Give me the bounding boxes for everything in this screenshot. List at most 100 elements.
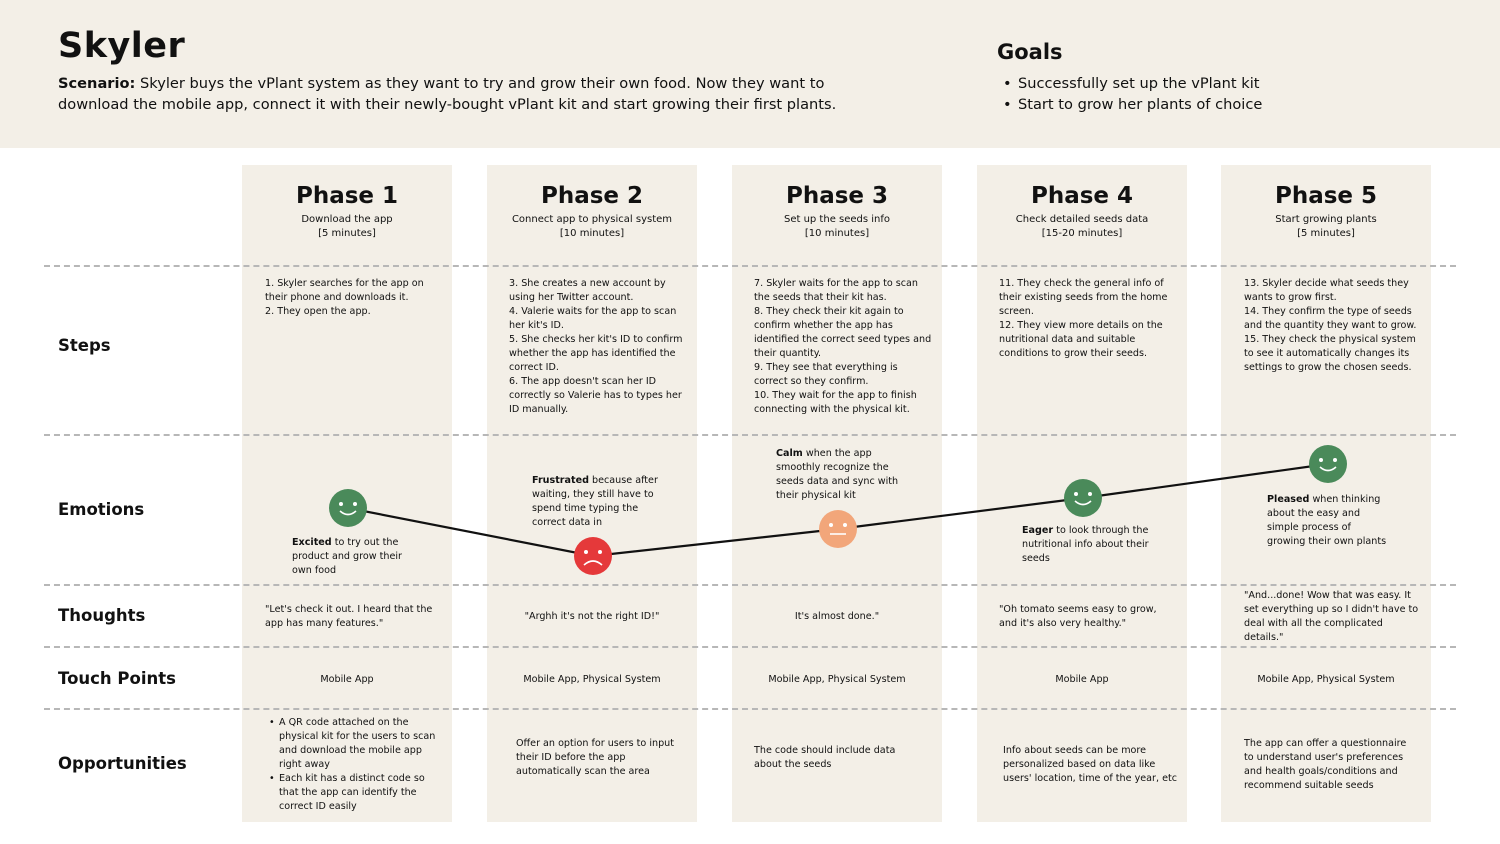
step-item: 2. They open the app. [265, 306, 371, 317]
scenario-description: Scenario: Skyler buys the vPlant system … [58, 73, 858, 115]
thought-cell: "Let's check it out. I heard that the ap… [265, 604, 433, 629]
opportunity-cell: The code should include data about the s… [754, 744, 904, 772]
phase-duration: [5 minutes] [318, 228, 376, 239]
emotion-note: Calm when the app smoothly recognize the… [776, 447, 906, 503]
touchpoint-cell: Mobile App [320, 674, 374, 685]
phase-description: Connect app to physical system [511, 214, 673, 225]
phase-subtitle: Check detailed seeds data [15-20 minutes] [977, 213, 1187, 241]
row-label-steps: Steps [58, 336, 111, 355]
touchpoint-cell: Mobile App, Physical System [1257, 674, 1395, 685]
step-item: 10. They wait for the app to finish conn… [754, 390, 917, 415]
opportunity-cell: Offer an option for users to input their… [516, 737, 681, 779]
opportunity-item: The app can offer a questionnaire to und… [1244, 738, 1407, 791]
neutral-face-icon [819, 510, 857, 548]
touchpoint-cell: Mobile App, Physical System [523, 674, 661, 685]
happy-face-icon [1064, 479, 1102, 517]
step-item: 14. They confirm the type of seeds and t… [1244, 306, 1417, 331]
opportunity-list: A QR code attached on the physical kit f… [265, 716, 440, 814]
emotion-keyword: Calm [776, 448, 803, 459]
step-item: 15. They check the physical system to se… [1244, 334, 1416, 373]
step-item: 7. Skyler waits for the app to scan the … [754, 278, 919, 303]
thought-cell: "And...done! Wow that was easy. It set e… [1244, 590, 1419, 643]
phase-column-3 [732, 165, 942, 822]
row-label-touch-points: Touch Points [58, 669, 176, 688]
phase-subtitle: Start growing plants [5 minutes] [1221, 213, 1431, 241]
phase-column-2 [487, 165, 697, 822]
steps-cell: 1. Skyler searches for the app on their … [265, 277, 445, 319]
phase-title: Phase 2 [540, 183, 644, 209]
emotion-note: Frustrated because after waiting, they s… [532, 474, 662, 530]
touchpoint-cell: Mobile App, Physical System [768, 674, 906, 685]
step-item: 8. They check their kit again to confirm… [754, 306, 932, 359]
opportunity-item: The code should include data about the s… [754, 745, 896, 770]
opportunity-cell: A QR code attached on the physical kit f… [265, 716, 440, 814]
emotion-text: because after waiting, they still have t… [532, 475, 658, 528]
opportunity-item: Info about seeds can be more personalize… [1003, 745, 1178, 784]
scenario-text: Skyler buys the vPlant system as they wa… [58, 75, 837, 113]
row-divider [44, 265, 1456, 267]
happy-face-icon [1309, 445, 1347, 483]
phase-title: Phase 5 [1274, 183, 1378, 209]
emotion-note: Excited to try out the product and grow … [292, 536, 417, 578]
steps-cell: 7. Skyler waits for the app to scan the … [754, 277, 934, 417]
step-item: 6. The app doesn't scan her ID correctly… [509, 376, 682, 415]
opportunity-item: Each kit has a distinct code so that the… [265, 772, 440, 814]
phase-description: Start growing plants [1275, 214, 1377, 225]
phase-subtitle: Set up the seeds info [10 minutes] [732, 213, 942, 241]
steps-cell: 13. Skyler decide what seeds they wants … [1244, 277, 1424, 375]
persona-name: Skyler [58, 26, 186, 66]
phase-duration: [5 minutes] [1297, 228, 1355, 239]
phase-subtitle: Connect app to physical system [10 minute… [487, 213, 697, 241]
opportunity-cell: Info about seeds can be more personalize… [1003, 744, 1178, 786]
goals-title: Goals [997, 40, 1063, 64]
row-label-thoughts: Thoughts [58, 606, 146, 625]
emotion-text: to try out the product and grow their ow… [292, 537, 402, 576]
goal-item: Successfully set up the vPlant kit [1003, 73, 1262, 94]
step-item: 3. She creates a new account by using he… [509, 278, 666, 303]
phase-title: Phase 1 [295, 183, 399, 209]
emotion-text: when thinking about the easy and simple … [1267, 494, 1387, 547]
step-item: 4. Valerie waits for the app to scan her… [509, 306, 677, 331]
emotion-keyword: Excited [292, 537, 332, 548]
row-divider [44, 708, 1456, 710]
emotion-note: Eager to look through the nutritional in… [1022, 524, 1152, 566]
goals-list: Successfully set up the vPlant kit Start… [1003, 73, 1262, 115]
step-item: 13. Skyler decide what seeds they wants … [1244, 278, 1409, 303]
phase-title: Phase 4 [1030, 183, 1134, 209]
emotion-keyword: Frustrated [532, 475, 589, 486]
steps-cell: 3. She creates a new account by using he… [509, 277, 689, 417]
emotion-keyword: Eager [1022, 525, 1054, 536]
header-band: Skyler Scenario: Skyler buys the vPlant … [0, 0, 1500, 148]
step-item: 1. Skyler searches for the app on their … [265, 278, 424, 303]
happy-face-icon [329, 489, 367, 527]
opportunity-item: Offer an option for users to input their… [516, 738, 675, 777]
phase-duration: [15-20 minutes] [1041, 228, 1123, 239]
row-label-opportunities: Opportunities [58, 754, 187, 773]
opportunity-cell: The app can offer a questionnaire to und… [1244, 737, 1414, 793]
step-item: 9. They see that everything is correct s… [754, 362, 898, 387]
row-divider [44, 646, 1456, 648]
step-item: 11. They check the general info of their… [999, 278, 1168, 317]
phase-description: Set up the seeds info [783, 214, 891, 225]
phase-description: Download the app [301, 214, 393, 225]
row-label-emotions: Emotions [58, 500, 145, 519]
touchpoint-cell: Mobile App [1055, 674, 1109, 685]
opportunity-item: A QR code attached on the physical kit f… [265, 716, 440, 772]
emotion-note: Pleased when thinking about the easy and… [1267, 493, 1392, 549]
thought-cell: "Oh tomato seems easy to grow, and it's … [999, 604, 1157, 629]
step-item: 12. They view more details on the nutrit… [999, 320, 1163, 359]
steps-cell: 11. They check the general info of their… [999, 277, 1179, 361]
phase-title: Phase 3 [785, 183, 889, 209]
goal-item: Start to grow her plants of choice [1003, 94, 1262, 115]
phase-description: Check detailed seeds data [1015, 214, 1149, 225]
thought-cell: It's almost done." [794, 611, 880, 622]
emotion-text: to look through the nutritional info abo… [1022, 525, 1149, 564]
emotion-text: when the app smoothly recognize the seed… [776, 448, 899, 501]
thought-cell: "Arghh it's not the right ID!" [524, 611, 660, 622]
phase-duration: [10 minutes] [804, 228, 870, 239]
row-divider [44, 584, 1456, 586]
sad-face-icon [574, 537, 612, 575]
step-item: 5. She checks her kit's ID to confirm wh… [509, 334, 683, 373]
phase-duration: [10 minutes] [559, 228, 625, 239]
